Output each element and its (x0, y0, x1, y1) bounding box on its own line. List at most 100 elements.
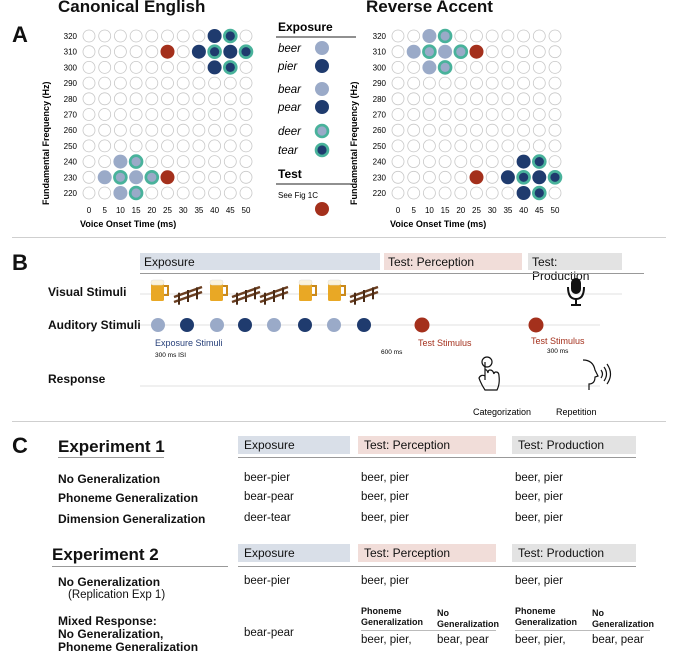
left-dot-empty (192, 139, 206, 153)
left-dot-empty (176, 61, 190, 74)
legend-dot-pear (315, 100, 329, 114)
left-dot-light (113, 154, 128, 169)
exposure-dot-light (151, 318, 165, 332)
left-dot-empty (161, 76, 174, 90)
row-label-visual: Visual Stimuli (48, 285, 127, 299)
right-dot-empty (422, 139, 436, 153)
left-dot-empty (82, 92, 96, 106)
right-dot-empty (407, 139, 421, 153)
left-dot-empty (114, 123, 127, 137)
left-dot-empty (114, 76, 127, 90)
right-plot-title: Reverse Accent (366, 0, 493, 16)
left-dot-light-ring (144, 170, 160, 185)
right-x-tick-45: 45 (535, 206, 544, 215)
left-dot-empty (176, 76, 190, 90)
right-dot-empty (470, 108, 483, 121)
right-dot-empty (470, 139, 483, 153)
exp2-row2-exposure: bear-pear (244, 627, 294, 639)
left-dot-empty (114, 61, 127, 74)
right-dot-empty (548, 45, 562, 59)
exp2-row1-perception: beer, pier (361, 575, 409, 587)
left-dot-empty (239, 155, 253, 169)
left-dot-empty (239, 123, 253, 137)
right-dot-empty (532, 139, 546, 153)
left-dot-empty (239, 139, 253, 153)
exp2-header-production: Test: Production (512, 544, 636, 562)
right-dot-empty (470, 61, 483, 74)
right-dot-empty (391, 29, 405, 43)
wooden-fence-icon (231, 285, 261, 305)
right-dot-empty (485, 76, 499, 90)
test-stimulus-dot-2 (528, 317, 544, 333)
right-dot-empty (485, 45, 499, 59)
left-dot-empty (145, 186, 159, 200)
left-dot-empty (239, 92, 253, 106)
right-dot-empty (532, 92, 546, 106)
left-dot-dark-ring (238, 44, 254, 59)
panel-b-timeline: Exposure Stimuli 300 ms ISI 600 ms Test … (140, 278, 622, 417)
left-dot-empty (192, 61, 206, 74)
left-dot-empty (161, 29, 174, 43)
left-dot-empty (208, 155, 222, 169)
exp1-row3-perception: beer, pier (361, 512, 409, 524)
right-y-tick-290: 290 (373, 79, 387, 88)
left-dot-empty (145, 76, 159, 90)
left-dot-test (160, 44, 175, 59)
left-dot-empty (192, 170, 206, 184)
right-y-tick-240: 240 (373, 158, 387, 167)
left-dot-empty (176, 139, 190, 153)
left-dot-empty (208, 108, 222, 121)
right-dot-empty (438, 155, 452, 169)
legend-word-pear: pear (277, 102, 302, 114)
exp2-header-perception: Test: Perception (358, 544, 496, 562)
right-dot-empty (454, 186, 468, 200)
right-x-tick-10: 10 (425, 206, 434, 215)
right-dot-empty (454, 108, 468, 121)
right-dot-empty (501, 76, 515, 90)
legend-word-beer: beer (278, 43, 302, 55)
left-y-tick-250: 250 (64, 142, 78, 151)
left-dot-empty (98, 123, 112, 137)
left-x-tick-10: 10 (116, 206, 125, 215)
left-x-tick-25: 25 (163, 206, 172, 215)
left-dot-empty (129, 92, 143, 106)
right-dot-empty (501, 45, 515, 59)
left-dot-empty (145, 45, 159, 59)
exp1-row2-perception: beer, pier (361, 491, 409, 503)
right-dot-empty (517, 92, 530, 106)
exp2-row2-production-b: bear, pear (592, 634, 644, 646)
right-dot-empty (501, 139, 515, 153)
right-dot-empty (548, 155, 562, 169)
beer-mug-icon (298, 279, 317, 301)
phase-production: Test: Production (528, 253, 622, 283)
phase-exposure: Exposure (140, 253, 380, 270)
right-dot-dark (516, 154, 531, 169)
right-dot-empty (422, 170, 436, 184)
left-dot-dark (207, 60, 222, 75)
left-dot-empty (98, 186, 112, 200)
left-dot-empty (176, 92, 190, 106)
left-dot-empty (129, 123, 143, 137)
left-x-tick-35: 35 (194, 206, 203, 215)
left-dot-empty (129, 76, 143, 90)
right-y-tick-320: 320 (373, 32, 387, 41)
exposure-stimuli-label: Exposure Stimuli (155, 338, 223, 348)
left-dot-empty (129, 108, 143, 121)
exp1-row1-production: beer, pier (515, 472, 563, 484)
left-dot-empty (239, 76, 253, 90)
legend-dot-tear (314, 142, 330, 158)
experiment-2-title: Experiment 2 (52, 545, 159, 564)
isi-label: 300 ms ISI (155, 352, 186, 359)
left-y-tick-300: 300 (64, 63, 78, 72)
right-dot-empty (517, 29, 530, 43)
exp1-row2-label: Phoneme Generalization (58, 491, 199, 505)
right-dot-empty (422, 123, 436, 137)
left-dot-empty (145, 108, 159, 121)
beer-mug-icon (209, 279, 228, 301)
exp1-row3-label: Dimension Generalization (58, 512, 206, 526)
left-dot-empty (98, 139, 112, 153)
left-dot-empty (82, 155, 96, 169)
left-x-tick-0: 0 (87, 206, 92, 215)
